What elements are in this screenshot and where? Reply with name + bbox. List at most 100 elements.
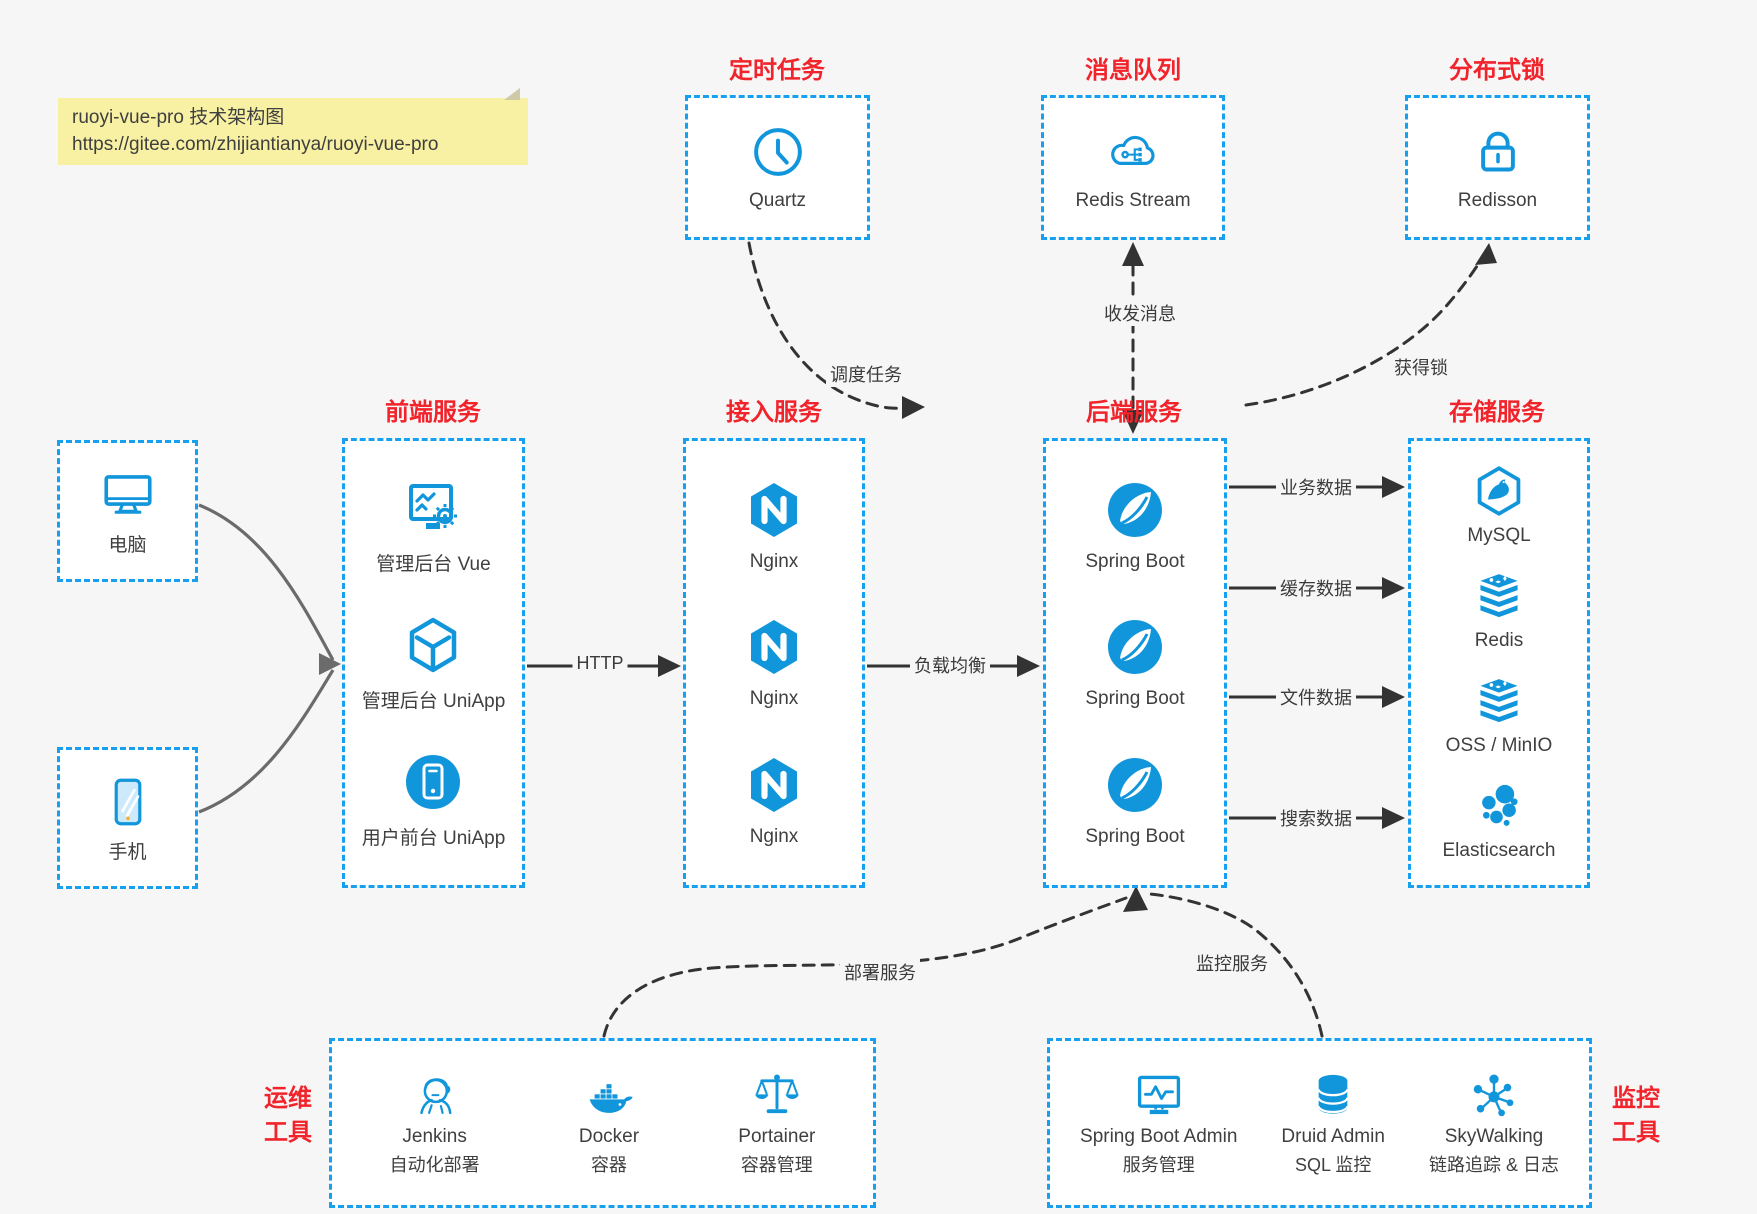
tool-name: SkyWalking	[1444, 1126, 1544, 1147]
arrowhead-search-data	[1382, 807, 1405, 829]
title-storage: 存储服务	[1449, 399, 1545, 426]
desktop-icon	[103, 474, 152, 514]
edge-label-http: HTTP	[572, 653, 628, 674]
arrowhead-get-lock	[1475, 243, 1497, 265]
node-user-uniapp: 用户前台 UniApp	[361, 750, 506, 850]
node-label: 管理后台 UniApp	[361, 690, 506, 712]
edge-label-search-data: 搜索数据	[1276, 805, 1356, 831]
node-label: Spring Boot	[1085, 551, 1185, 573]
tool-desc: 服务管理	[1122, 1155, 1195, 1175]
sticky-note: ruoyi-vue-pro 技术架构图 https://gitee.com/zh…	[58, 87, 528, 166]
node-label: Redisson	[1457, 189, 1538, 211]
node-phone: 手机	[57, 747, 198, 889]
jenkins-icon	[419, 1078, 452, 1115]
edge-label-business-data: 业务数据	[1276, 474, 1356, 500]
group-gateway: Nginx Nginx Nginx	[683, 438, 865, 888]
node-jenkins: Jenkins 自动化部署	[390, 1069, 480, 1177]
node-redisson: Redisson	[1405, 95, 1590, 240]
skywalking-molecule-icon	[1473, 1074, 1514, 1117]
node-redis: Redis	[1472, 569, 1526, 652]
node-admin-uniapp: 管理后台 UniApp	[361, 613, 506, 713]
uniapp-cube-icon	[410, 617, 457, 673]
node-oss-minio: OSS / MinIO	[1445, 674, 1553, 757]
docker-icon	[589, 1084, 633, 1113]
nginx-icon	[751, 757, 797, 812]
node-label: Quartz	[748, 189, 807, 211]
tool-desc: 容器管理	[740, 1155, 813, 1175]
node-nginx-1: Nginx	[742, 478, 806, 573]
node-label: Spring Boot	[1085, 825, 1185, 847]
node-mysql: MySQL	[1467, 464, 1531, 547]
tool-name: Spring Boot Admin	[1080, 1126, 1238, 1147]
title-backend: 后端服务	[1086, 399, 1182, 426]
edge-label-deploy: 部署服务	[840, 959, 920, 985]
node-label: MySQL	[1467, 525, 1531, 546]
edge-get-lock	[1244, 255, 1485, 407]
tool-name: Docker	[578, 1126, 640, 1147]
edge-label-load-balance: 负载均衡	[910, 652, 990, 678]
spring-boot-icon	[1107, 620, 1162, 675]
elasticsearch-icon	[1482, 784, 1518, 826]
title-scheduled-task: 定时任务	[729, 57, 825, 84]
node-label: Redis Stream	[1075, 189, 1191, 211]
arrowhead-file-data	[1382, 686, 1405, 708]
object-storage-stack-icon	[1480, 679, 1518, 723]
edge-label-message: 收发消息	[1100, 300, 1180, 326]
title-gateway: 接入服务	[726, 399, 822, 426]
node-label: Spring Boot	[1085, 688, 1185, 710]
arrowhead-message-up	[1122, 242, 1144, 266]
group-ops-tools: Jenkins 自动化部署 Docker 容器	[329, 1038, 876, 1208]
spring-boot-icon	[1107, 483, 1162, 538]
node-computer: 电脑	[57, 440, 198, 582]
cloud-share-icon	[1111, 135, 1155, 165]
node-springboot-2: Spring Boot	[1085, 615, 1185, 710]
redis-stack-icon	[1480, 574, 1518, 618]
arrowhead-schedule-task	[902, 396, 925, 419]
node-label: Nginx	[749, 825, 799, 847]
node-label: OSS / MinIO	[1445, 735, 1553, 756]
tool-name: Jenkins	[402, 1126, 467, 1147]
tool-desc: 自动化部署	[389, 1155, 480, 1175]
group-backend: Spring Boot Spring Boot Spring Boot	[1043, 438, 1227, 888]
node-label: Redis	[1474, 630, 1524, 651]
tool-desc: SQL 监控	[1294, 1155, 1372, 1175]
node-springboot-3: Spring Boot	[1085, 753, 1185, 848]
spring-boot-icon	[1107, 757, 1162, 812]
monitor-pulse-icon	[1137, 1075, 1180, 1115]
node-portainer: Portainer 容器管理	[738, 1069, 815, 1177]
edge-label-schedule-task: 调度任务	[826, 361, 906, 387]
edge-label-cache-data: 缓存数据	[1276, 575, 1356, 601]
arrowhead-business-data	[1382, 476, 1405, 498]
node-skywalking: SkyWalking 链路追踪 & 日志	[1429, 1069, 1559, 1177]
clock-icon	[753, 127, 802, 176]
node-quartz: Quartz	[685, 95, 870, 240]
node-label: Nginx	[749, 551, 799, 573]
node-label: 管理后台 Vue	[376, 553, 491, 575]
title-distributed-lock: 分布式锁	[1449, 57, 1545, 84]
mysql-icon	[1477, 466, 1521, 516]
title-message-queue: 消息队列	[1085, 57, 1181, 84]
node-label: 电脑	[108, 534, 147, 556]
database-icon	[1317, 1074, 1349, 1114]
edge-computer-frontend	[198, 503, 335, 661]
node-elasticsearch: Elasticsearch	[1443, 779, 1556, 862]
tool-name: Druid Admin	[1281, 1126, 1385, 1147]
node-label: 用户前台 UniApp	[361, 828, 506, 850]
note-url: https://gitee.com/zhijiantianya/ruoyi-vu…	[72, 133, 439, 155]
tool-name: Portainer	[738, 1126, 816, 1147]
group-monitor-tools: Spring Boot Admin 服务管理 Druid Admin SQL 监…	[1047, 1038, 1592, 1208]
title-ops-tools: 运维工具	[264, 1085, 312, 1147]
edge-phone-frontend	[198, 669, 335, 814]
node-druid-admin: Druid Admin SQL 监控	[1281, 1069, 1385, 1177]
portainer-scales-icon	[754, 1074, 799, 1114]
node-label: 手机	[108, 841, 147, 863]
node-admin-vue: 管理后台 Vue	[376, 476, 491, 576]
node-label: Elasticsearch	[1442, 840, 1556, 861]
tool-desc: 链路追踪 & 日志	[1428, 1155, 1559, 1175]
nginx-icon	[751, 620, 797, 675]
mobile-icon	[114, 778, 141, 825]
edge-label-file-data: 文件数据	[1276, 684, 1356, 710]
nginx-icon	[751, 483, 797, 538]
note-title: ruoyi-vue-pro 技术架构图	[72, 107, 285, 128]
